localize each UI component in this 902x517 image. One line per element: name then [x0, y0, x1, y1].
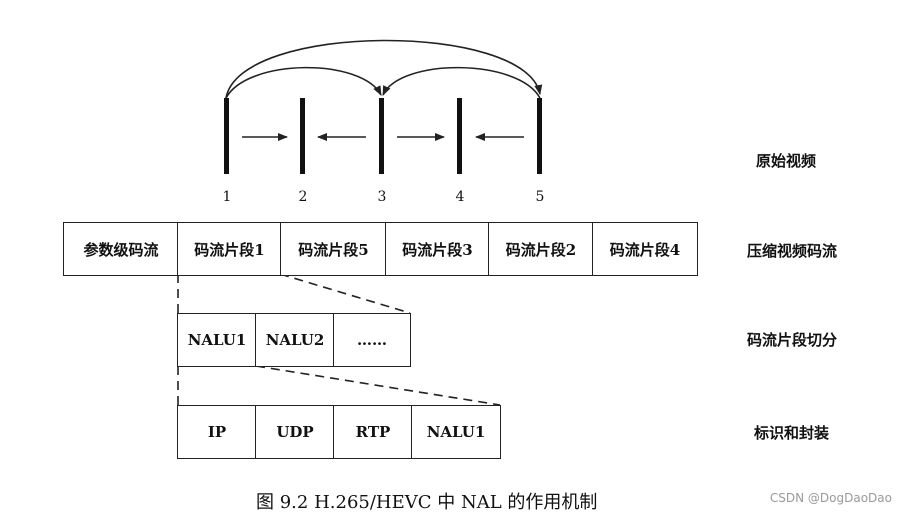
frame-number-5: 5	[535, 189, 545, 205]
source-watermark: CSDN @DogDaoDao	[769, 491, 892, 505]
reference-arc-5-3	[382, 66, 541, 99]
stream-segment-params: 参数级码流	[63, 222, 179, 276]
expand-line-right-2	[255, 365, 501, 406]
stream-segment-5: 码流片段5	[280, 222, 387, 276]
nalu-cell-1: NALU1	[177, 313, 257, 367]
packet-cell-ip: IP	[177, 405, 257, 459]
frame-number-1: 1	[222, 189, 232, 205]
frame-bar-2	[300, 98, 305, 174]
frame-bar-1	[224, 98, 229, 174]
frame-number-3: 3	[377, 189, 387, 205]
frame-bar-5	[537, 98, 542, 174]
stream-segment-4: 码流片段4	[592, 222, 698, 276]
packet-cell-nalu1: NALU1	[411, 405, 501, 459]
label-identify-encapsulate: 标识和封装	[754, 424, 830, 442]
packet-cell-rtp: RTP	[333, 405, 413, 459]
frame-number-4: 4	[455, 189, 465, 205]
reference-arc-1-5	[225, 39, 543, 99]
expand-line-right-1	[279, 273, 411, 314]
reference-arc-1-3	[225, 66, 382, 99]
label-original-video: 原始视频	[756, 152, 817, 170]
label-segment-split: 码流片段切分	[747, 331, 838, 349]
nalu-cell-more: ……	[333, 313, 411, 367]
packet-cell-udp: UDP	[255, 405, 335, 459]
frame-bar-4	[457, 98, 462, 174]
frame-number-2: 2	[298, 189, 308, 205]
nalu-cell-2: NALU2	[255, 313, 335, 367]
figure-caption: 图 9.2 H.265/HEVC 中 NAL 的作用机制	[256, 492, 598, 513]
stream-segment-3: 码流片段3	[385, 222, 490, 276]
frame-bar-3	[379, 98, 384, 174]
stream-segment-1: 码流片段1	[177, 222, 282, 276]
label-compressed-stream: 压缩视频码流	[747, 242, 838, 260]
stream-segment-2: 码流片段2	[488, 222, 594, 276]
